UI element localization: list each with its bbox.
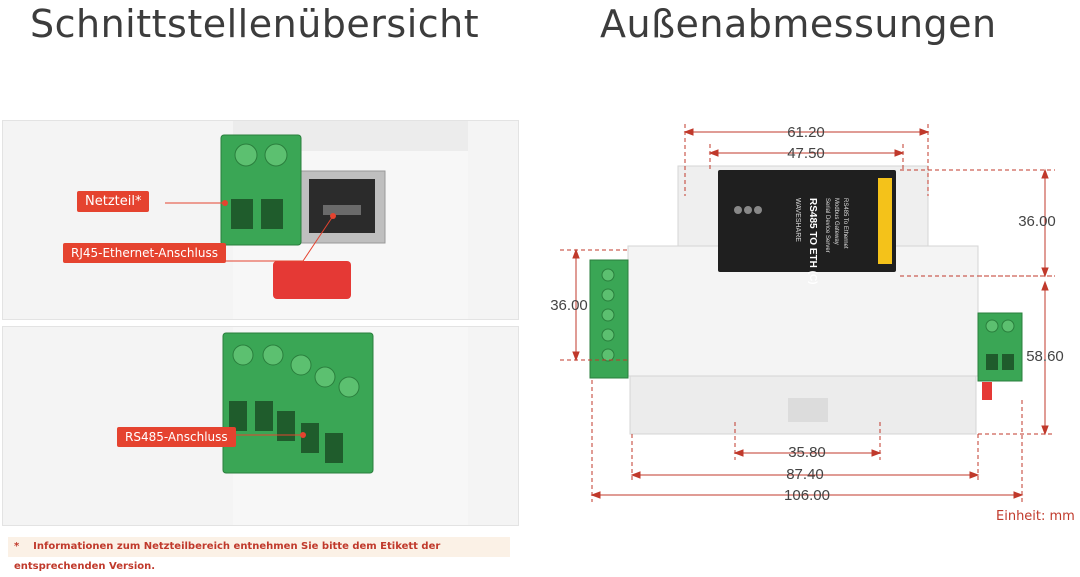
dim-right-upper: 36.00 — [1018, 213, 1056, 230]
dim-top-inner: 47.50 — [787, 145, 825, 162]
device-line2-text: Modbus Gateway — [833, 198, 839, 245]
ethernet-callout: RJ45-Ethernet-Anschluss — [63, 243, 226, 263]
dim-bottom-mid: 87.40 — [786, 466, 824, 483]
device-brand-text: WAVESHARE — [794, 198, 801, 242]
power-callout: Netzteil* — [77, 191, 150, 212]
dimension-drawing: RS485 TO ETH (C) WAVESHARE Serial Device… — [550, 124, 1064, 504]
device-line1-text: Serial Device Server — [824, 198, 830, 253]
dimensions-title: Außenabmessungen — [600, 2, 997, 46]
rs485-callout: RS485-Anschluss — [117, 427, 236, 447]
dim-top-outer: 61.20 — [787, 124, 825, 141]
rs485-photo: RS485-Anschluss — [2, 326, 519, 526]
device-model-text: RS485 TO ETH (C) — [807, 198, 818, 285]
power-footnote: * Informationen zum Netzteilbereich entn… — [8, 537, 510, 572]
footnote-text: Informationen zum Netzteilbereich entneh… — [14, 541, 441, 572]
dim-right-lower: 58.60 — [1026, 348, 1064, 365]
dim-bottom-inner: 35.80 — [788, 444, 826, 461]
unit-label: Einheit: mm — [996, 509, 1075, 524]
footnote-asterisk: * — [14, 541, 20, 552]
dim-left-height: 36.00 — [550, 297, 588, 314]
power-ethernet-photo: Netzteil* RJ45-Ethernet-Anschluss — [2, 120, 519, 320]
interface-overview-title: Schnittstellenübersicht — [30, 2, 480, 46]
dim-bottom-outer: 106.00 — [784, 487, 830, 504]
device-line3-text: RS485 To Ethernet — [842, 198, 848, 249]
